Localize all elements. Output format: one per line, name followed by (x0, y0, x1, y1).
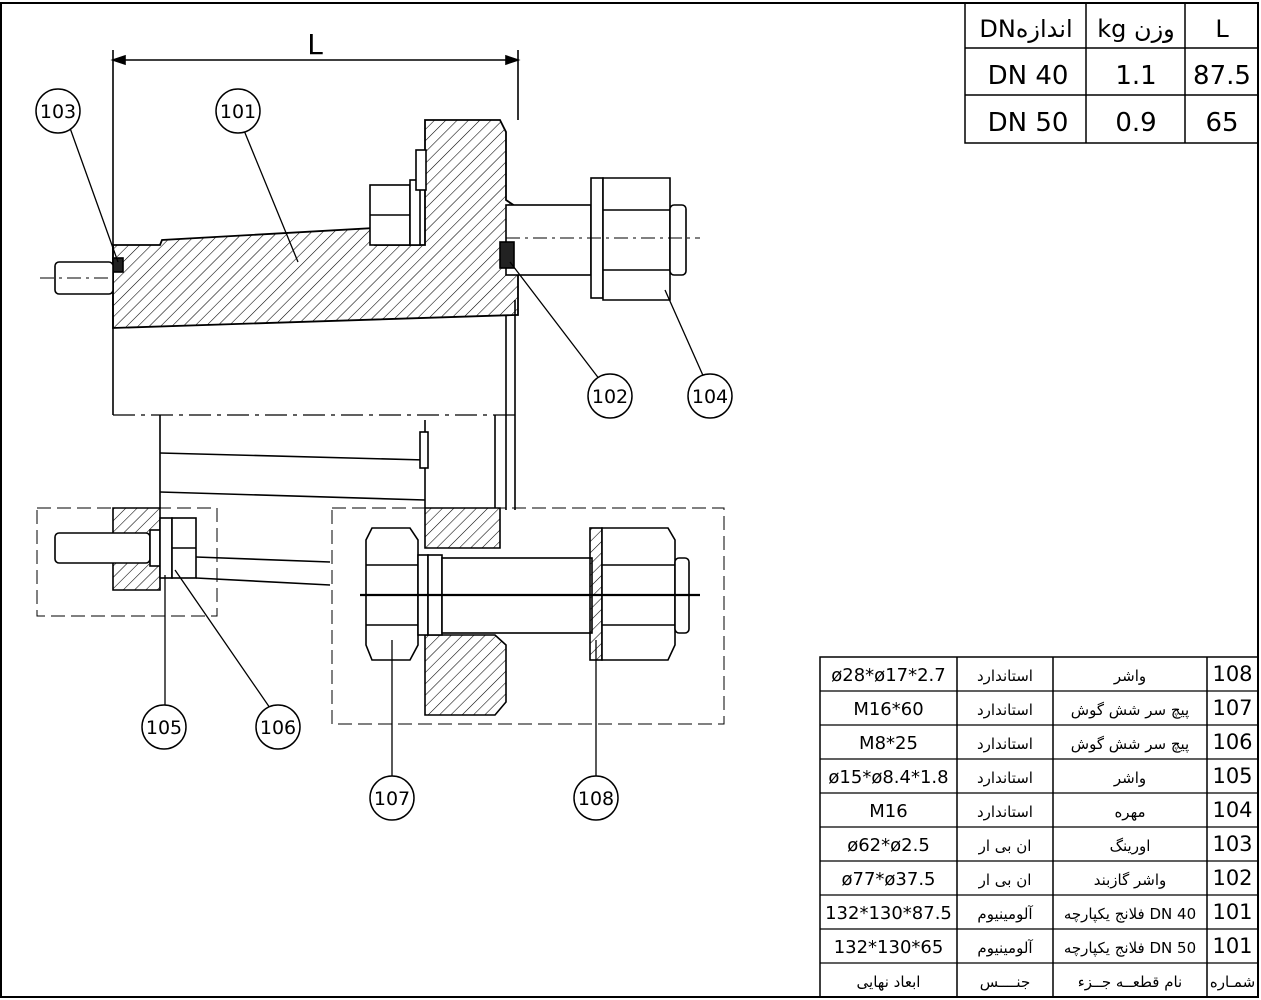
parts-cell: استاندارد (977, 701, 1033, 719)
parts-cell: 108 (1212, 662, 1252, 686)
callout-106: 106 (255, 704, 301, 750)
size-table: DNاندازه kg وزن L DN 40 1.1 87.5 DN 50 0… (964, 2, 1259, 144)
svg-text:102: 102 (592, 386, 628, 408)
parts-cell: آلومینیوم (977, 905, 1033, 923)
callouts: 103 101 102 104 105 106 107 108 (35, 88, 733, 821)
parts-header-cell: ابعاد نهایی (857, 973, 921, 991)
svg-text:106: 106 (260, 717, 296, 739)
svg-text:101: 101 (220, 101, 256, 123)
parts-header-cell: شمـاره (1210, 973, 1255, 991)
size-header-l: L (1215, 15, 1229, 43)
parts-cell: 101 (1212, 934, 1252, 958)
parts-cell: 107 (1212, 696, 1252, 720)
gasket-seal (499, 241, 515, 269)
svg-text:107: 107 (374, 788, 410, 810)
svg-text:105: 105 (146, 717, 182, 739)
callout-108: 108 (573, 775, 619, 821)
parts-cell: واشر (1113, 769, 1146, 787)
parts-cell: فلانج یکپارچه DN 50 (1064, 939, 1196, 958)
parts-cell: استاندارد (977, 803, 1033, 821)
callout-103: 103 (35, 88, 81, 134)
svg-text:104: 104 (692, 386, 728, 408)
callout-101: 101 (215, 88, 261, 134)
dimension-label: L (307, 28, 323, 61)
parts-cell: استاندارد (977, 735, 1033, 753)
size-cell: DN 50 (988, 108, 1069, 138)
parts-cell: آلومینیوم (977, 939, 1033, 957)
parts-cell: ø62*ø2.5 (847, 835, 930, 856)
parts-cell: واشر گازبند (1094, 871, 1167, 889)
parts-cell: استاندارد (977, 667, 1033, 685)
size-cell: 65 (1205, 108, 1238, 138)
parts-cell: مهره (1114, 803, 1145, 821)
parts-cell: واشر (1113, 667, 1146, 685)
parts-cell: ان بی ار (978, 871, 1032, 889)
size-cell: DN 40 (988, 61, 1069, 91)
parts-cell: 106 (1212, 730, 1252, 754)
parts-cell: ø28*ø17*2.7 (831, 665, 945, 686)
parts-header-cell: جنــــس (980, 973, 1031, 991)
parts-cell: 102 (1212, 866, 1252, 890)
assembly-drawing: L (36, 28, 725, 778)
parts-cell: پیچ سر شش گوش (1071, 701, 1189, 720)
parts-cell: 132*130*65 (834, 937, 944, 958)
parts-cell: پیچ سر شش گوش (1071, 735, 1189, 754)
parts-cell: استاندارد (977, 769, 1033, 787)
parts-cell: 101 (1212, 900, 1252, 924)
size-header-dn: DNاندازه (979, 15, 1072, 43)
size-cell: 87.5 (1193, 61, 1251, 91)
parts-cell: M8*25 (859, 733, 918, 754)
svg-text:103: 103 (40, 101, 76, 123)
size-cell: 1.1 (1115, 61, 1156, 91)
dimension-l: L (110, 28, 521, 250)
callout-107: 107 (369, 775, 415, 821)
parts-cell: 104 (1212, 798, 1252, 822)
parts-cell: ان بی ار (978, 837, 1032, 855)
size-header-weight: kg وزن (1097, 15, 1175, 43)
parts-cell: M16*60 (853, 699, 923, 720)
callout-104: 104 (687, 373, 733, 419)
parts-cell: فلانج یکپارچه DN 40 (1064, 905, 1196, 924)
callout-105: 105 (141, 704, 187, 750)
parts-cell: 132*130*87.5 (825, 903, 952, 924)
parts-cell: ø77*ø37.5 (841, 869, 935, 890)
size-cell: 0.9 (1115, 108, 1156, 138)
parts-cell: ø15*ø8.4*1.8 (828, 767, 948, 788)
parts-cell: اورینگ (1110, 837, 1151, 855)
parts-cell: 103 (1212, 832, 1252, 856)
parts-header-cell: نام قطعــه جــزء (1078, 973, 1183, 991)
callout-102: 102 (587, 373, 633, 419)
flange-body-section (112, 119, 519, 329)
svg-text:108: 108 (578, 788, 614, 810)
parts-cell: 105 (1212, 764, 1252, 788)
parts-cell: M16 (869, 801, 907, 822)
